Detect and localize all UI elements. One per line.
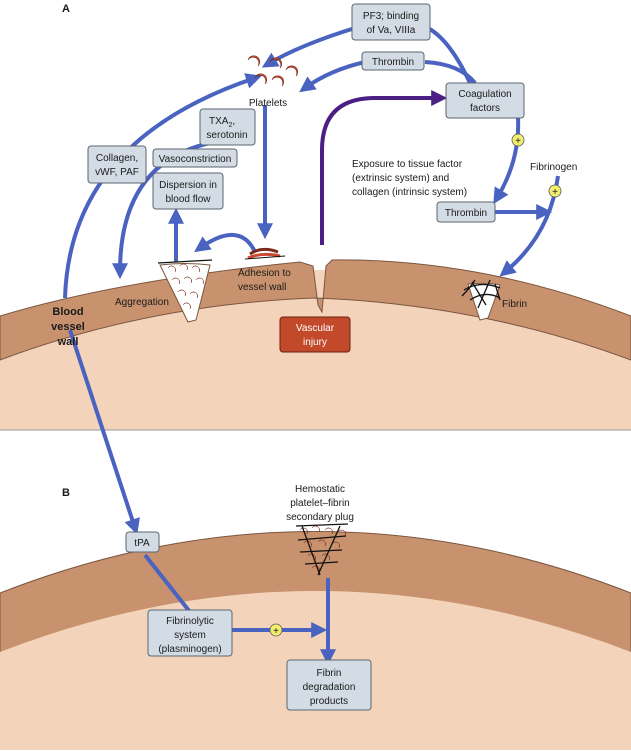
- arrow-pf3-to-platelets: [261, 26, 356, 68]
- svg-text:PF3; binding: PF3; binding: [363, 11, 419, 22]
- arrow-tpa-to-fibrinolytic: [143, 553, 192, 614]
- svg-text:Dispersion in: Dispersion in: [159, 180, 217, 191]
- hemostatic-plug-label: Hemostatic platelet–fibrin secondary plu…: [286, 484, 354, 523]
- arrow-coag-to-thrombin: [424, 60, 477, 85]
- svg-text:Vascular: Vascular: [296, 323, 335, 334]
- arrow-injury-to-coagulation: [320, 90, 448, 245]
- fibrinogen-label: Fibrinogen: [530, 162, 577, 173]
- blood-vessel-wall-label: Blood vessel wall: [51, 306, 85, 348]
- svg-text:system: system: [174, 630, 206, 641]
- svg-text:Coagulation: Coagulation: [458, 89, 511, 100]
- vascular-injury-box: Vascular injury: [279, 316, 351, 353]
- svg-text:platelet–fibrin: platelet–fibrin: [290, 498, 349, 509]
- arrow-adhesion-to-aggregation: [194, 232, 257, 253]
- thrombin-mid-box: Thrombin: [436, 201, 496, 223]
- svg-text:Exposure to tissue factor: Exposure to tissue factor: [352, 159, 463, 170]
- txa2-box: TXA2, serotonin: [199, 108, 256, 146]
- dispersion-box: Dispersion in blood flow: [152, 172, 224, 210]
- svg-text:serotonin: serotonin: [206, 130, 247, 141]
- svg-text:Thrombin: Thrombin: [445, 208, 487, 219]
- arrow-coag-to-thrombin-mid: [493, 117, 521, 205]
- svg-text:of Va, VIIIa: of Va, VIIIa: [367, 25, 416, 36]
- svg-text:Collagen,: Collagen,: [96, 153, 138, 164]
- adhesion-label-2: vessel wall: [238, 282, 286, 293]
- platelets-cluster: [247, 55, 298, 87]
- svg-text:Thrombin: Thrombin: [372, 57, 414, 68]
- collagen-box: Collagen, vWF, PAF: [87, 145, 147, 184]
- arrow-thrombin-to-platelets: [299, 60, 366, 93]
- svg-text:secondary plug: secondary plug: [286, 512, 354, 523]
- svg-text:Blood: Blood: [52, 306, 83, 318]
- svg-text:(plasminogen): (plasminogen): [158, 644, 221, 655]
- svg-text:collagen (intrinsic system): collagen (intrinsic system): [352, 187, 467, 198]
- svg-text:+: +: [273, 626, 279, 637]
- svg-text:products: products: [310, 696, 348, 707]
- svg-text:(extrinsic system) and: (extrinsic system) and: [352, 173, 449, 184]
- fibrinolytic-box: Fibrinolytic system (plasminogen): [147, 609, 233, 657]
- plus-circle-fibrinogen: +: [548, 184, 562, 198]
- panel-a: [0, 259, 631, 431]
- platelets-label: Platelets: [249, 98, 287, 109]
- fibrin-degradation-box: Fibrin degradation products: [286, 659, 372, 711]
- aggregation-label: Aggregation: [115, 297, 169, 308]
- svg-text:+: +: [552, 187, 558, 198]
- panel-b-label: B: [62, 487, 70, 499]
- svg-text:TXA2,: TXA2,: [209, 116, 235, 129]
- plus-circle-fibrinolytic: +: [269, 623, 283, 637]
- pf3-box: PF3; binding of Va, VIIIa: [351, 3, 431, 41]
- svg-text:injury: injury: [303, 337, 327, 348]
- thrombin-top-box: Thrombin: [361, 51, 425, 71]
- aggregation-site: [159, 263, 211, 323]
- svg-text:blood flow: blood flow: [165, 194, 211, 205]
- aggregation-membrane: [157, 259, 213, 264]
- fibrin-label: Fibrin: [502, 299, 527, 310]
- tpa-box: tPA: [125, 531, 160, 553]
- svg-text:tPA: tPA: [134, 538, 150, 549]
- arrow-wall-to-tpa: [68, 329, 140, 535]
- coagulation-factors-box: Coagulation factors: [445, 82, 525, 119]
- aggregated-platelets: [167, 263, 204, 310]
- vasoconstriction-box: Vasoconstriction: [152, 148, 238, 168]
- svg-text:+: +: [515, 136, 521, 147]
- adhesion-label-1: Adhesion to: [238, 268, 291, 279]
- svg-text:Hemostatic: Hemostatic: [295, 484, 345, 495]
- panel-a-label: A: [62, 3, 70, 15]
- svg-text:vessel: vessel: [51, 321, 85, 333]
- plus-circle-coag: +: [511, 133, 525, 147]
- svg-text:Vasoconstriction: Vasoconstriction: [159, 154, 232, 165]
- svg-text:Fibrinolytic: Fibrinolytic: [166, 616, 214, 627]
- arrow-txa2-to-aggregation: [112, 140, 216, 280]
- svg-text:wall: wall: [57, 336, 79, 348]
- svg-text:Fibrin: Fibrin: [316, 668, 341, 679]
- adhered-platelets: [244, 247, 286, 260]
- hemostatic-plug: [295, 523, 349, 576]
- svg-text:vWF, PAF: vWF, PAF: [95, 167, 139, 178]
- svg-text:factors: factors: [470, 103, 500, 114]
- svg-text:degradation: degradation: [303, 682, 356, 693]
- fibrin-mesh: [461, 279, 501, 309]
- exposure-text: Exposure to tissue factor (extrinsic sys…: [352, 159, 467, 198]
